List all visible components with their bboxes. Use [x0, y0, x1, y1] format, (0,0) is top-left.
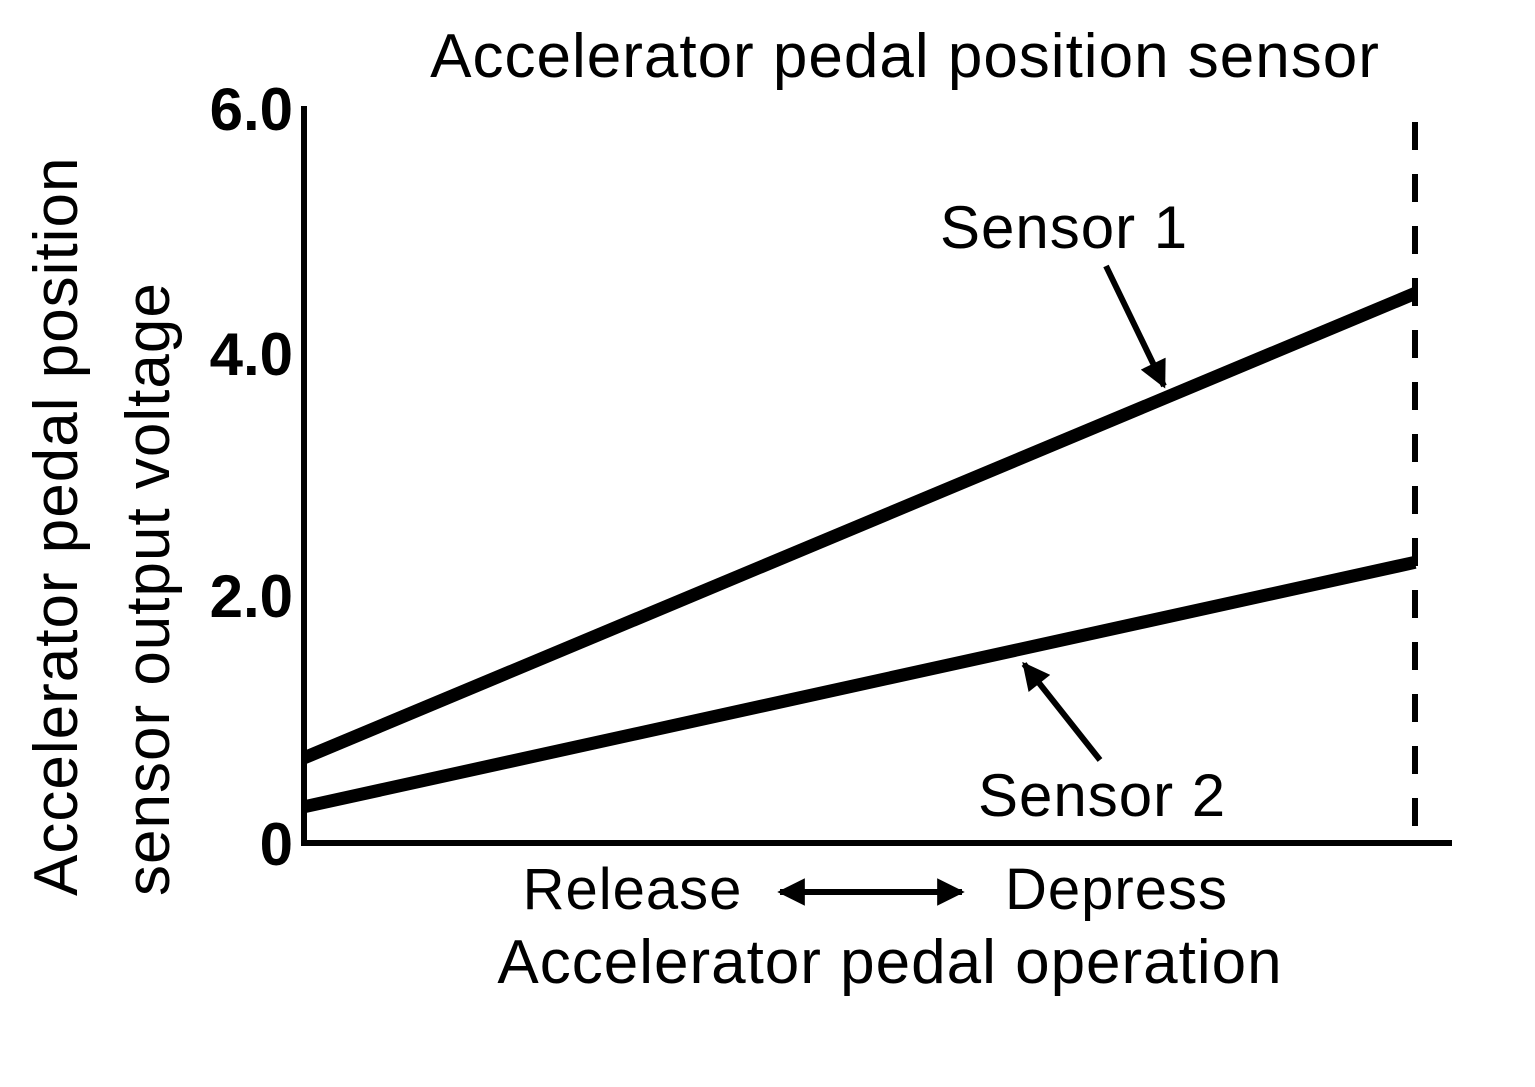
sensor1-line	[301, 287, 1418, 764]
x-label-depress: Depress	[1005, 857, 1228, 922]
sensor2-arrow-icon	[1021, 661, 1103, 762]
y-axis-title-line1: Accelerator pedal position	[22, 156, 91, 896]
y-tick-6: 6.0	[209, 76, 293, 143]
chart-title: Accelerator pedal position sensor	[430, 22, 1380, 91]
sensor1-annotation-label: Sensor 1	[940, 194, 1189, 261]
y-axis-title: Accelerator pedal position sensor output…	[11, 76, 195, 896]
y-tick-0: 0	[259, 811, 293, 878]
x-axis-title: Accelerator pedal operation	[497, 928, 1283, 997]
sensor2-annotation-label: Sensor 2	[978, 762, 1227, 829]
x-label-release: Release	[522, 857, 743, 922]
y-tick-2: 2.0	[209, 563, 293, 630]
y-axis-title-line2: sensor output voltage	[114, 282, 183, 896]
sensor1-arrow-icon	[1103, 264, 1167, 389]
sensor2-line	[302, 555, 1417, 814]
y-tick-4: 4.0	[209, 321, 293, 388]
